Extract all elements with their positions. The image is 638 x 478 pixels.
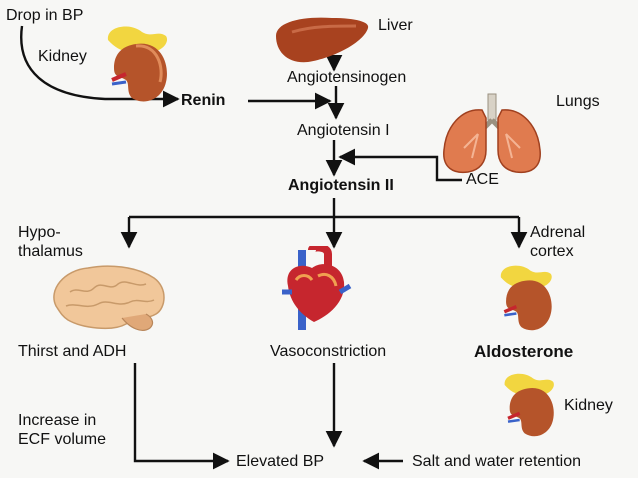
hypothalamus-label-line2: thalamus bbox=[18, 243, 83, 260]
adrenal-label-line1: Adrenal bbox=[530, 224, 586, 241]
vasoconstriction-label: Vasoconstriction bbox=[270, 343, 387, 360]
salt-water-retention-label: Salt and water retention bbox=[412, 453, 581, 470]
lungs-icon bbox=[443, 93, 541, 174]
kidney-bottom-label: Kidney bbox=[564, 397, 613, 414]
drop-bp-curve bbox=[20, 25, 180, 108]
drop-in-bp-label: Drop in BP bbox=[6, 7, 84, 24]
ecf-label-line1: Increase in bbox=[18, 412, 97, 429]
adrenal-label-line2: cortex bbox=[530, 243, 574, 260]
elevated-bp-label: Elevated BP bbox=[236, 453, 325, 470]
kidney-top-label: Kidney bbox=[38, 48, 87, 65]
angiotensin-1-label: Angiotensin I bbox=[297, 122, 390, 139]
thirst-adh-label: Thirst and ADH bbox=[18, 343, 127, 360]
renin-label: Renin bbox=[181, 92, 226, 109]
ecf-label-line2: ECF volume bbox=[18, 431, 107, 448]
ace-arrow bbox=[338, 148, 462, 182]
kidney-bottom-icon bbox=[504, 373, 554, 437]
angiotensin-2-label: Angiotensin II bbox=[288, 177, 394, 194]
liver-icon bbox=[276, 17, 369, 63]
ace-label: ACE bbox=[466, 171, 499, 188]
liver-label: Liver bbox=[378, 17, 413, 34]
brain-icon bbox=[53, 265, 165, 331]
lungs-label: Lungs bbox=[556, 93, 600, 110]
kidney-icon bbox=[107, 26, 168, 102]
angiotensinogen-label: Angiotensinogen bbox=[287, 69, 407, 86]
adrenal-kidney-icon bbox=[500, 265, 552, 331]
aldosterone-label: Aldosterone bbox=[474, 342, 574, 361]
thirst-path bbox=[133, 363, 230, 470]
hypothalamus-label-line1: Hypo- bbox=[18, 224, 61, 241]
heart-icon bbox=[282, 246, 352, 330]
